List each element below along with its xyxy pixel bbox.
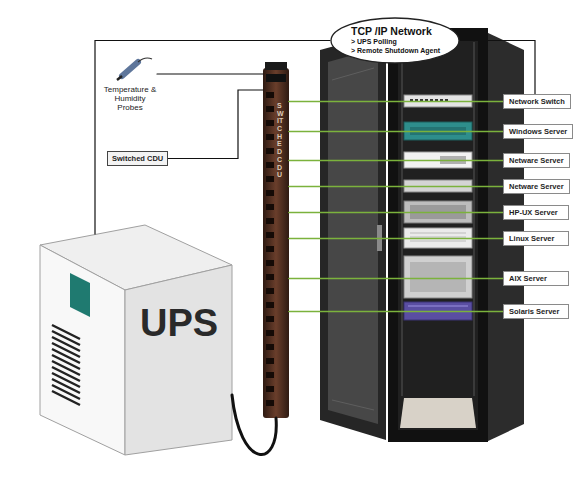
ups-right-face [125,265,232,455]
probe-icon [117,58,152,80]
server-label: AIX Server [503,271,569,286]
ups-drawing [40,225,232,455]
node-title: Netware Server [509,156,564,165]
server-label: Windows Server [503,124,573,139]
node-title: AIX Server [509,274,563,283]
power-line [289,212,503,214]
power-strip: SWITCHED CDU [263,68,289,418]
power-cable [232,395,276,455]
power-line [289,311,503,313]
server-label: Solaris Server [503,304,569,319]
network-line [460,41,535,95]
rack-door [320,32,386,440]
ellipse-shape [331,18,459,63]
server-highlight [408,305,468,307]
network-line [95,41,330,235]
node-title: Network Switch [509,97,565,106]
power-line [289,160,503,162]
node-title: Temperature & Humidity Probes [103,86,157,112]
node-title: UPS [140,304,218,342]
node-title: Linux Server [509,234,563,243]
cdu-cap [265,62,287,70]
power-line [289,131,503,133]
text-group: TCP /IP Network> UPS Polling> Remote Shu… [351,25,440,56]
power-line [289,238,503,240]
server-grill [410,233,466,241]
server-label: Netware Server [503,179,570,194]
cdu-outlets [266,92,274,406]
server-label: Netware Server [503,153,570,168]
node-title: HP-UX Server [509,208,563,217]
server-label: HP-UX Server [503,205,569,220]
server-bezel [410,262,466,292]
probe-tip [117,76,122,80]
server-label: Network Switch [503,94,571,109]
cdu-drawing [263,62,289,418]
rack-frame [388,28,488,442]
node-text: > UPS Polling [351,38,440,47]
rack-floor [400,398,476,428]
ups-unit: UPS [40,234,232,455]
power-line [289,186,503,188]
rack-interior [398,40,478,430]
rack-servers [404,95,472,320]
ups-display [70,273,90,317]
node-title: Switched CDU [112,154,163,163]
power-line [289,278,503,280]
node-title: Netware Server [509,182,564,191]
door-glass [328,48,378,424]
server-label: Linux Server [503,231,569,246]
node-text: > Remote Shutdown Agent [351,47,440,56]
power-line [289,101,503,103]
sensor-line [157,73,263,74]
rack-rails [402,42,474,396]
cdu-body [263,68,289,418]
ups-vents [52,325,80,405]
cdu-module [266,74,286,82]
network-ellipse: TCP /IP Network> UPS Polling> Remote Shu… [330,17,460,64]
probe-label: Temperature & Humidity Probes [103,62,157,112]
node-title: Windows Server [509,127,567,136]
door-panel [320,32,386,440]
node-title: Solaris Server [509,307,563,316]
node-title: TCP /IP Network [351,25,440,38]
cdu-label-box: Switched CDU [107,151,168,166]
node-title: SWITCHED CDU [277,102,284,179]
probe-body [122,62,138,76]
control-line [168,90,263,159]
ups-left-face [40,245,125,455]
probe-cable [138,58,152,62]
server-unit [404,256,472,298]
